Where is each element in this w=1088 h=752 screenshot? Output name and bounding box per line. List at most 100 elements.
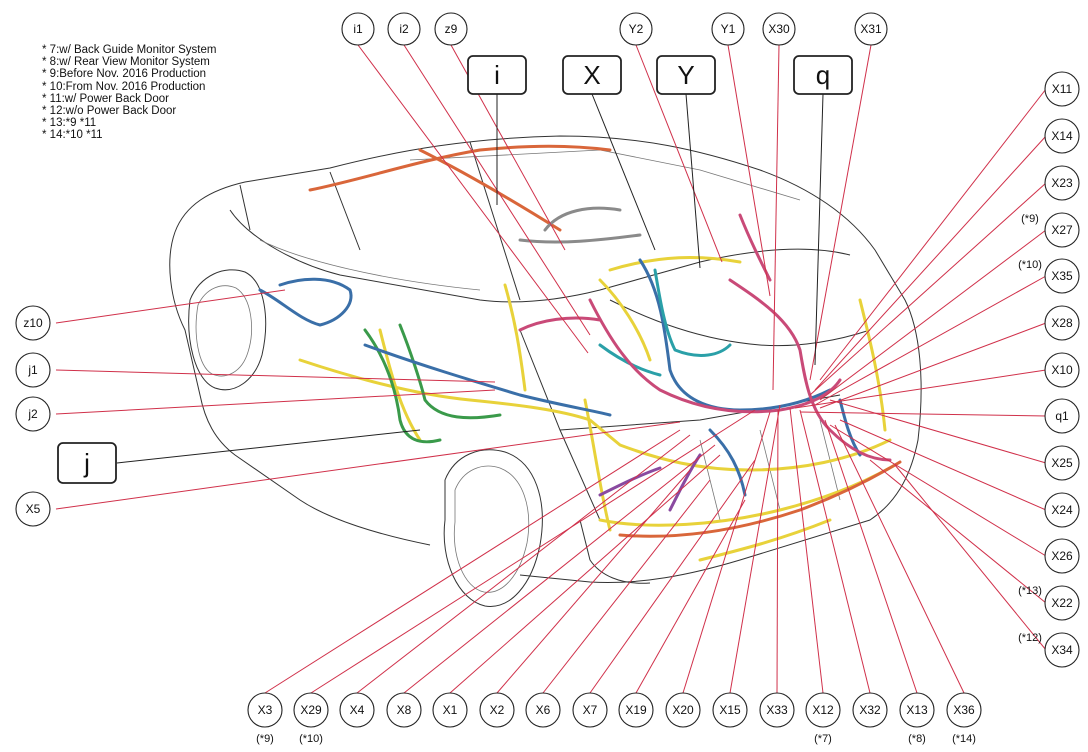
connector-j2: j2 [15, 396, 51, 432]
harness-orange [308, 144, 612, 232]
svg-text:i1: i1 [353, 22, 363, 36]
svg-text:X15: X15 [719, 703, 741, 717]
bottom-connector-labels: X3 (*9) X29 (*10) X4 X8 X1 X2 X6 X7 X19 … [247, 692, 982, 745]
svg-text:X14: X14 [1051, 129, 1073, 143]
group-box-q: q [793, 55, 853, 95]
svg-text:X22: X22 [1051, 596, 1073, 610]
svg-text:X12: X12 [812, 703, 834, 717]
connector-X5: X5 [15, 491, 51, 527]
note-X36: (*14) [952, 733, 976, 745]
connector-X31: X31 [854, 12, 888, 46]
svg-text:X6: X6 [536, 703, 551, 717]
vehicle-outline [169, 135, 922, 607]
group-box-label: Y [677, 60, 694, 90]
svg-text:X35: X35 [1051, 269, 1073, 283]
group-box-X: X [562, 55, 622, 95]
footnote-line: * 12:w/o Power Back Door [42, 105, 177, 118]
harness-teal [598, 268, 732, 377]
footnote-line: * 8:w/ Rear View Monitor System [42, 56, 210, 69]
svg-text:X31: X31 [860, 22, 882, 36]
svg-text:X8: X8 [397, 703, 412, 717]
svg-text:j1: j1 [27, 363, 38, 377]
connector-X2: X2 [479, 692, 515, 728]
connector-X3: X3 [247, 692, 283, 728]
connector-X12: X12 [805, 692, 841, 728]
harness-pink [518, 213, 772, 332]
note-X34: (*12) [1018, 632, 1042, 644]
svg-text:X20: X20 [672, 703, 694, 717]
connector-X24: X24 [1044, 492, 1080, 528]
group-leaders [116, 93, 824, 464]
footnote-line: * 13:*9 *11 [42, 117, 97, 130]
svg-text:z9: z9 [445, 22, 458, 36]
connector-i1: i1 [341, 12, 375, 46]
left-connector-labels: z10 j1 j2 X5 [15, 305, 51, 527]
connector-X8: X8 [386, 692, 422, 728]
footnote-line: * 14:*10 *11 [42, 129, 103, 142]
footnote-legend: * 7:w/ Back Guide Monitor System * 8:w/ … [42, 44, 216, 142]
connector-Y1: Y1 [711, 12, 745, 46]
svg-text:X13: X13 [906, 703, 928, 717]
svg-text:X4: X4 [350, 703, 365, 717]
svg-text:X3: X3 [258, 703, 273, 717]
svg-text:X1: X1 [443, 703, 458, 717]
harness-gray [518, 206, 642, 244]
footnote-line: * 7:w/ Back Guide Monitor System [42, 44, 217, 56]
group-box-label: j [83, 448, 90, 478]
svg-text:X33: X33 [766, 703, 788, 717]
connector-X35: X35 [1044, 258, 1080, 294]
group-box-Y: Y [656, 55, 716, 95]
svg-text:X29: X29 [300, 703, 322, 717]
top-connector-labels: i1 i2 z9 Y2 Y1 X30 X31 [341, 12, 888, 46]
leader-lines [55, 44, 1047, 694]
group-box-i: i [467, 55, 527, 95]
svg-text:X25: X25 [1051, 456, 1073, 470]
connector-X19: X19 [618, 692, 654, 728]
svg-text:X23: X23 [1051, 176, 1073, 190]
note-X13: (*8) [908, 733, 926, 745]
harness-blue [258, 277, 353, 327]
svg-text:X2: X2 [490, 703, 505, 717]
note-X3: (*9) [256, 733, 274, 745]
connector-z10: z10 [15, 305, 51, 341]
svg-text:X19: X19 [625, 703, 647, 717]
svg-text:q1: q1 [1055, 409, 1069, 423]
svg-text:j2: j2 [27, 407, 38, 421]
svg-text:X10: X10 [1051, 363, 1073, 377]
connector-X30: X30 [762, 12, 796, 46]
harness-blue [638, 258, 832, 412]
harness-orange [618, 460, 902, 538]
harness-pink [728, 278, 892, 462]
svg-text:X32: X32 [859, 703, 881, 717]
connector-X23: X23 [1044, 165, 1080, 201]
connector-X7: X7 [572, 692, 608, 728]
group-box-label: X [583, 60, 600, 90]
svg-text:X28: X28 [1051, 316, 1073, 330]
note-X22: (*13) [1018, 585, 1042, 597]
svg-text:X24: X24 [1051, 503, 1073, 517]
connector-z9: z9 [434, 12, 468, 46]
note-X29: (*10) [299, 733, 323, 745]
connector-X27: X27 [1044, 212, 1080, 248]
connector-q1: q1 [1044, 398, 1080, 434]
group-box-label: q [816, 60, 830, 90]
connector-X25: X25 [1044, 445, 1080, 481]
connector-X14: X14 [1044, 118, 1080, 154]
footnote-line: * 10:From Nov. 2016 Production [42, 80, 206, 93]
connector-X22: X22 [1044, 585, 1080, 621]
connector-j1: j1 [15, 352, 51, 388]
connector-X6: X6 [525, 692, 561, 728]
note-X35: (*10) [1018, 259, 1042, 271]
svg-text:X34: X34 [1051, 643, 1073, 657]
group-box-label: i [494, 60, 500, 90]
svg-text:Y2: Y2 [629, 22, 644, 36]
connector-X33: X33 [759, 692, 795, 728]
connector-X20: X20 [665, 692, 701, 728]
svg-text:X11: X11 [1052, 82, 1073, 96]
connector-X32: X32 [852, 692, 888, 728]
connector-X28: X28 [1044, 305, 1080, 341]
footnote-line: * 9:Before Nov. 2016 Production [42, 68, 207, 81]
svg-text:X7: X7 [583, 703, 598, 717]
svg-text:z10: z10 [23, 316, 43, 330]
